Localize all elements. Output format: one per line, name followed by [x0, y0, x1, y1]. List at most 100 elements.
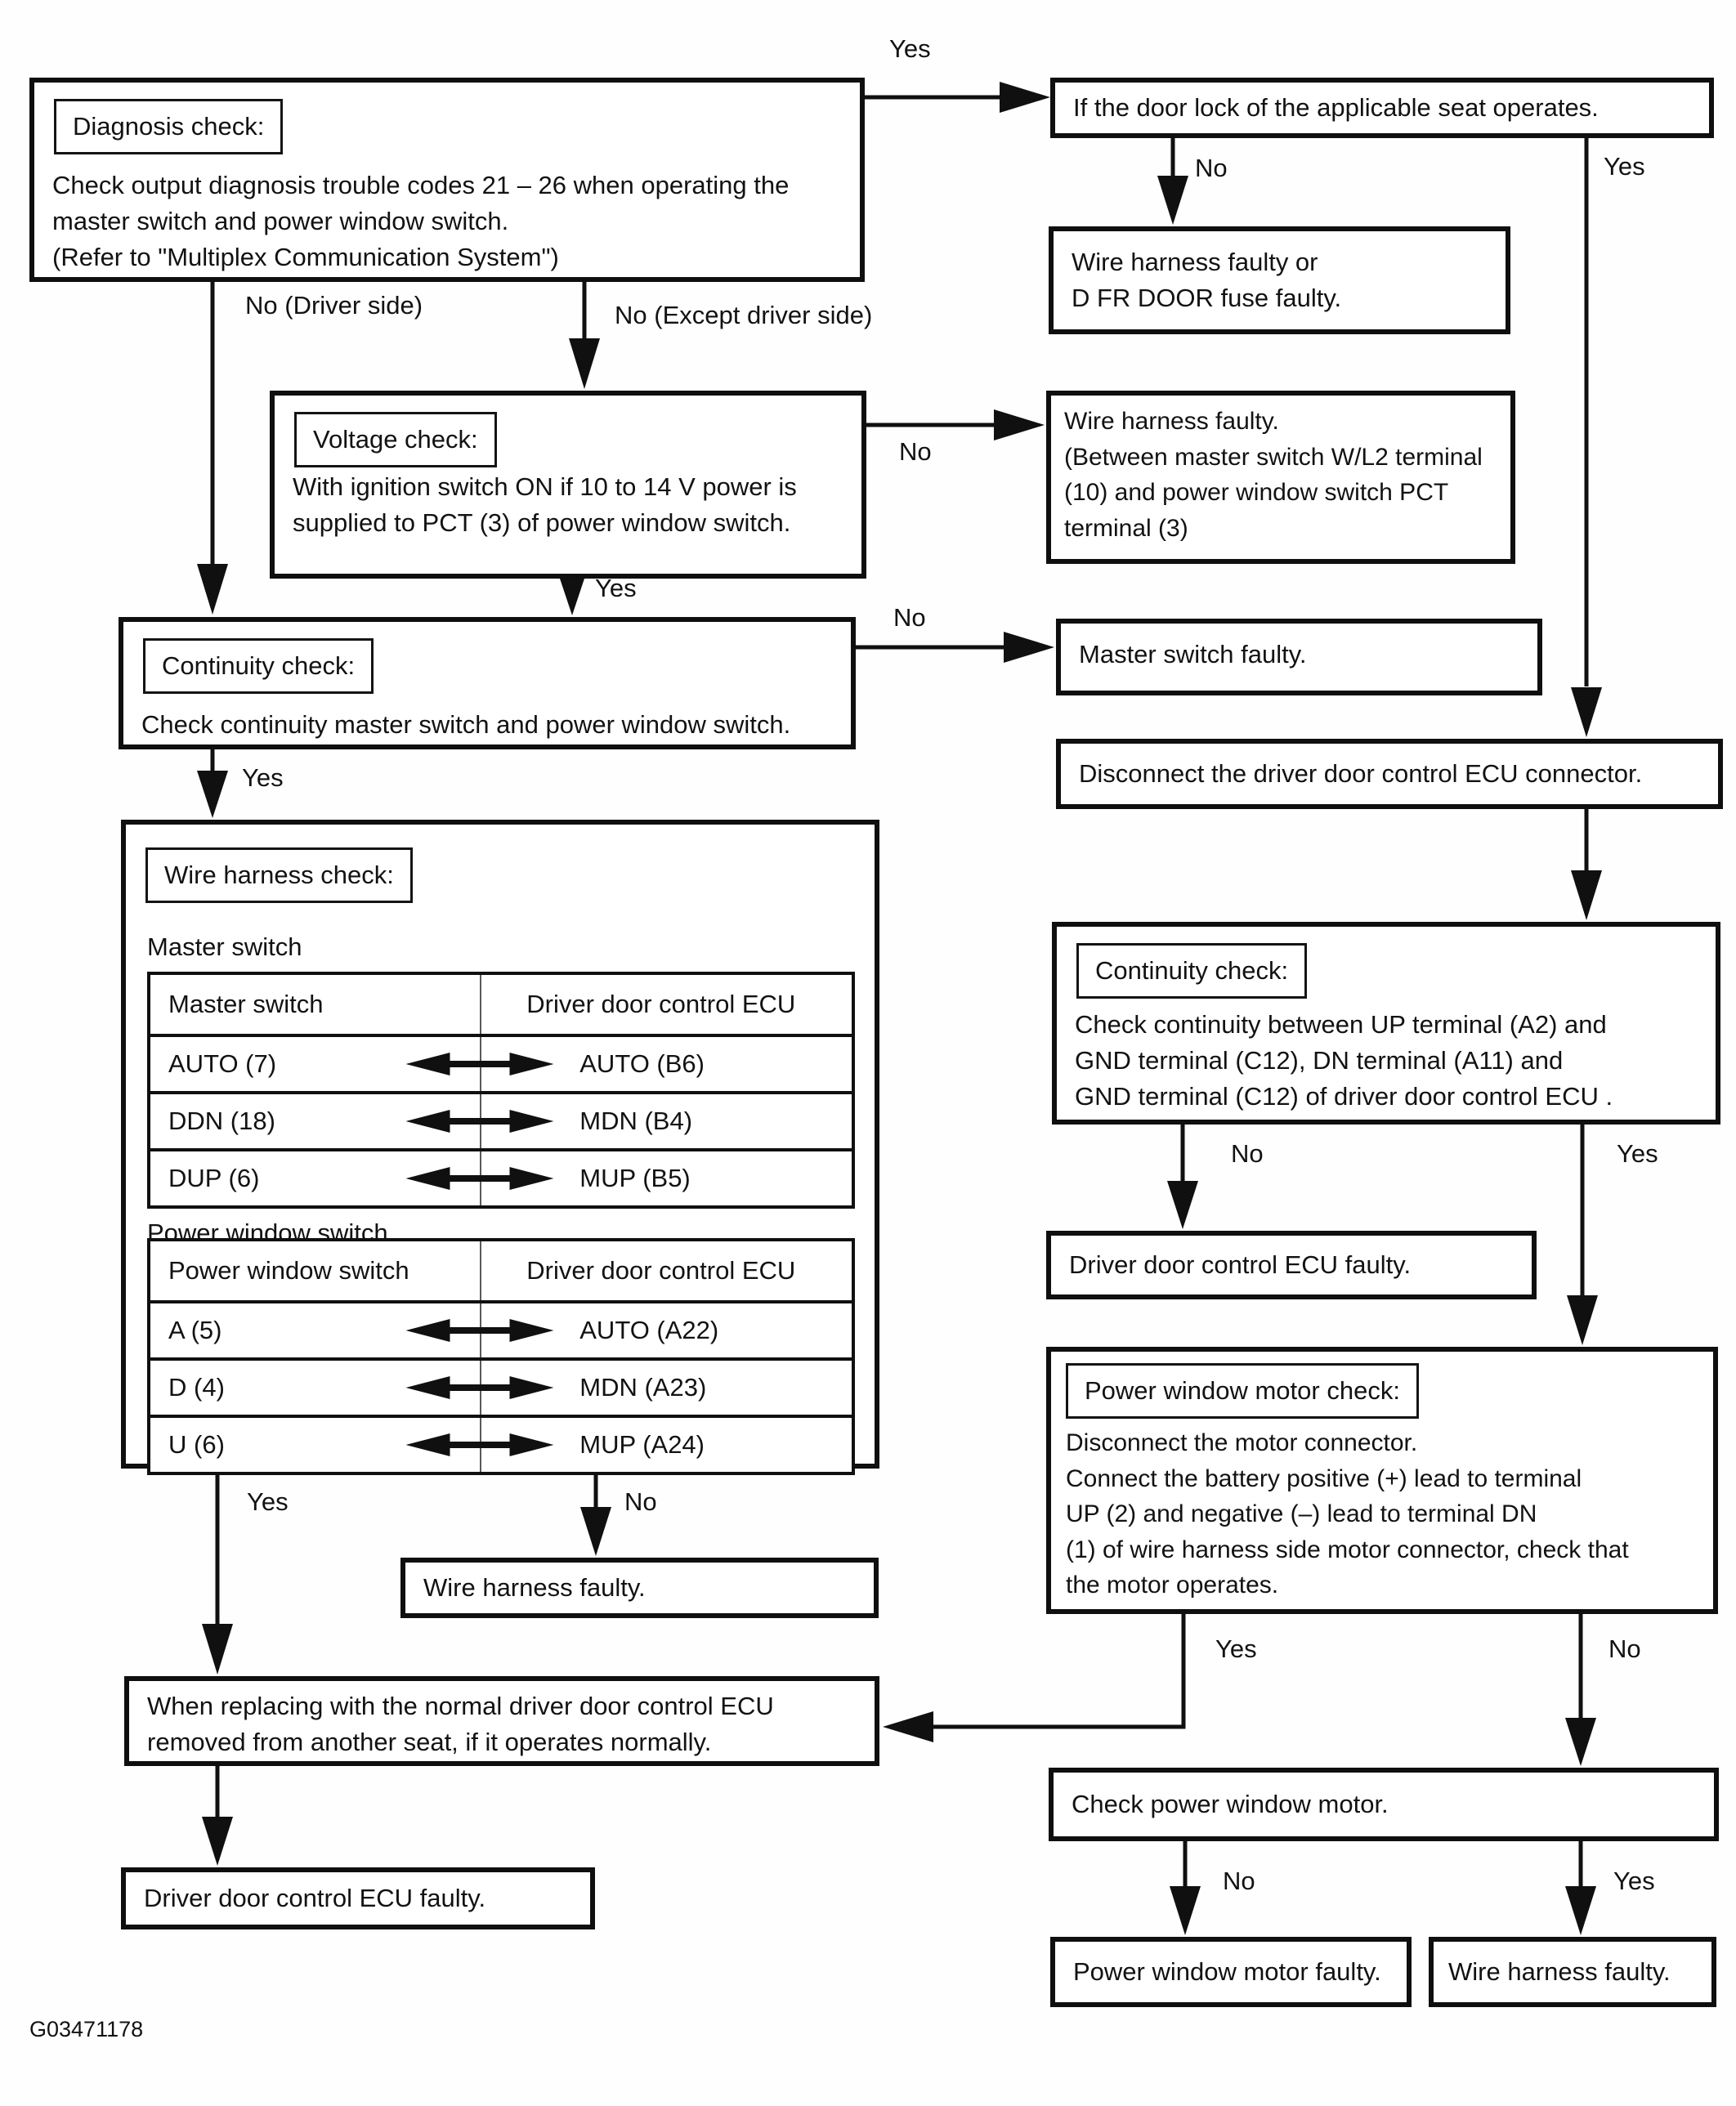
- wire-harness-check-title: Wire harness check:: [145, 847, 413, 904]
- edge-label-doorlock-no: No: [1195, 154, 1228, 182]
- wire-harness-faulty-mid-text: Wire harness faulty.: [423, 1572, 646, 1602]
- double-arrow-icon: [405, 1433, 554, 1456]
- table-row: DUP (6) MUP (B5): [150, 1148, 852, 1205]
- edge-label-wireharness-yes: Yes: [247, 1487, 289, 1516]
- edge-label-wireharness-no: No: [624, 1487, 657, 1516]
- table-header-cell: Master switch: [168, 989, 324, 1018]
- double-arrow-icon: [405, 1053, 554, 1075]
- voltage-check-text: With ignition switch ON if 10 to 14 V po…: [293, 472, 797, 538]
- edge-label-motorcheck-yes: Yes: [1215, 1634, 1257, 1663]
- voltage-check-title: Voltage check:: [294, 412, 497, 468]
- disconnect-ecu-text: Disconnect the driver door control ECU c…: [1079, 758, 1643, 788]
- harness-faulty-between-text: Wire harness faulty. (Between master swi…: [1064, 408, 1483, 542]
- edge-label-continuity2-no: No: [1231, 1139, 1264, 1168]
- diagnosis-check-title: Diagnosis check:: [54, 99, 284, 155]
- continuity-check-node: Continuity check: Check continuity maste…: [119, 617, 856, 749]
- edge-label-diagnosis-yes: Yes: [889, 34, 931, 63]
- driver-ecu-faulty-right-text: Driver door control ECU faulty.: [1069, 1250, 1412, 1279]
- table-cell: D (4): [168, 1372, 225, 1402]
- table-header-cell: Driver door control ECU: [480, 1241, 852, 1300]
- wire-harness-check-node: Wire harness check: Master switch Master…: [121, 820, 879, 1475]
- disconnect-ecu-node: Disconnect the driver door control ECU c…: [1056, 739, 1723, 809]
- edge-voltage-no: [866, 409, 1045, 440]
- table-header-row: Master switch Driver door control ECU: [150, 975, 852, 1034]
- master-switch-section-label: Master switch: [147, 932, 302, 961]
- edge-continuity2-no: [1167, 1125, 1198, 1229]
- table-cell: MDN (A23): [480, 1361, 852, 1415]
- power-window-switch-table: Power window switch Driver door control …: [147, 1238, 855, 1475]
- edge-diagnosis-no-driver: [197, 282, 228, 615]
- table-row: A (5) AUTO (A22): [150, 1300, 852, 1357]
- table-cell: U (6): [168, 1429, 225, 1459]
- harness-or-fuse-faulty-node: Wire harness faulty or D FR DOOR fuse fa…: [1049, 226, 1510, 334]
- continuity-check-text: Check continuity master switch and power…: [141, 710, 791, 740]
- table-header-cell: Driver door control ECU: [480, 975, 852, 1034]
- table-row: AUTO (7) AUTO (B6): [150, 1034, 852, 1091]
- power-window-motor-check-node: Power window motor check: Disconnect the…: [1046, 1347, 1718, 1614]
- power-window-motor-faulty-node: Power window motor faulty.: [1050, 1937, 1412, 2007]
- double-arrow-icon: [405, 1110, 554, 1133]
- edge-continuity2-yes: [1567, 1125, 1598, 1345]
- power-window-motor-check-title: Power window motor check:: [1066, 1363, 1419, 1420]
- edge-continuity1-yes: [197, 749, 228, 818]
- continuity-check-title: Continuity check:: [143, 638, 374, 695]
- edge-label-motorcheck-no: No: [1608, 1634, 1641, 1663]
- edge-whenreplacing-down: [202, 1766, 233, 1866]
- master-switch-faulty-node: Master switch faulty.: [1056, 619, 1542, 695]
- door-lock-node: If the door lock of the applicable seat …: [1050, 78, 1714, 138]
- edge-doorlock-yes: [1571, 138, 1602, 737]
- driver-ecu-faulty-bottom-node: Driver door control ECU faulty.: [121, 1867, 595, 1929]
- master-switch-faulty-text: Master switch faulty.: [1079, 640, 1307, 668]
- edge-motorcheck-yes: [883, 1614, 1186, 1742]
- figure-id-label: G03471178: [29, 2017, 144, 2041]
- table-cell: A (5): [168, 1315, 222, 1344]
- master-switch-table: Master switch Driver door control ECU AU…: [147, 972, 855, 1209]
- wire-harness-faulty-bottom-text: Wire harness faulty.: [1448, 1956, 1671, 1986]
- edge-label-no-driver-side: No (Driver side): [245, 291, 423, 320]
- power-window-motor-faulty-text: Power window motor faulty.: [1073, 1956, 1381, 1986]
- edge-wireharness-no: [580, 1469, 611, 1556]
- edge-checkmotor-no: [1170, 1841, 1201, 1935]
- harness-or-fuse-faulty-text: Wire harness faulty or D FR DOOR fuse fa…: [1072, 248, 1342, 313]
- table-row: U (6) MUP (A24): [150, 1415, 852, 1472]
- edge-diagnosis-yes: [865, 82, 1050, 113]
- table-cell: MUP (A24): [480, 1418, 852, 1472]
- double-arrow-icon: [405, 1376, 554, 1399]
- edge-label-continuity1-no: No: [893, 603, 926, 632]
- continuity-check2-node: Continuity check: Check continuity betwe…: [1052, 922, 1720, 1125]
- when-replacing-text: When replacing with the normal driver do…: [147, 1692, 774, 1757]
- table-row: D (4) MDN (A23): [150, 1357, 852, 1415]
- diagnosis-check-text: Check output diagnosis trouble codes 21 …: [52, 171, 790, 272]
- wire-harness-faulty-bottom-node: Wire harness faulty.: [1429, 1937, 1716, 2007]
- edge-disconnect-down: [1571, 809, 1602, 920]
- edge-wireharness-yes: [202, 1469, 233, 1675]
- double-arrow-icon: [405, 1319, 554, 1342]
- continuity-check2-text: Check continuity between UP terminal (A2…: [1075, 1010, 1613, 1111]
- edge-diagnosis-no-except: [569, 282, 600, 389]
- wire-harness-faulty-mid-node: Wire harness faulty.: [400, 1558, 879, 1618]
- check-power-window-motor-text: Check power window motor.: [1072, 1789, 1389, 1818]
- double-arrow-icon: [405, 1167, 554, 1190]
- edge-label-no-except-driver: No (Except driver side): [615, 301, 873, 329]
- table-cell: AUTO (7): [168, 1049, 277, 1078]
- edge-motorcheck-no: [1565, 1614, 1596, 1766]
- edge-label-checkmotor-no: No: [1223, 1867, 1255, 1895]
- edge-label-continuity2-yes: Yes: [1617, 1139, 1658, 1168]
- table-row: DDN (18) MDN (B4): [150, 1091, 852, 1148]
- check-power-window-motor-node: Check power window motor.: [1049, 1768, 1719, 1841]
- edge-label-voltage-yes: Yes: [595, 574, 637, 602]
- continuity-check2-title: Continuity check:: [1076, 943, 1308, 999]
- door-lock-text: If the door lock of the applicable seat …: [1073, 92, 1599, 122]
- edge-doorlock-no: [1157, 138, 1188, 225]
- table-header-row: Power window switch Driver door control …: [150, 1241, 852, 1300]
- driver-ecu-faulty-bottom-text: Driver door control ECU faulty.: [144, 1883, 486, 1912]
- table-cell: DDN (18): [168, 1106, 275, 1135]
- edge-checkmotor-yes: [1565, 1841, 1596, 1935]
- harness-faulty-between-node: Wire harness faulty. (Between master swi…: [1046, 391, 1515, 564]
- table-cell: DUP (6): [168, 1163, 260, 1192]
- edge-continuity1-no: [856, 632, 1054, 663]
- edge-label-continuity1-yes: Yes: [242, 763, 284, 792]
- edge-label-doorlock-yes: Yes: [1604, 152, 1645, 181]
